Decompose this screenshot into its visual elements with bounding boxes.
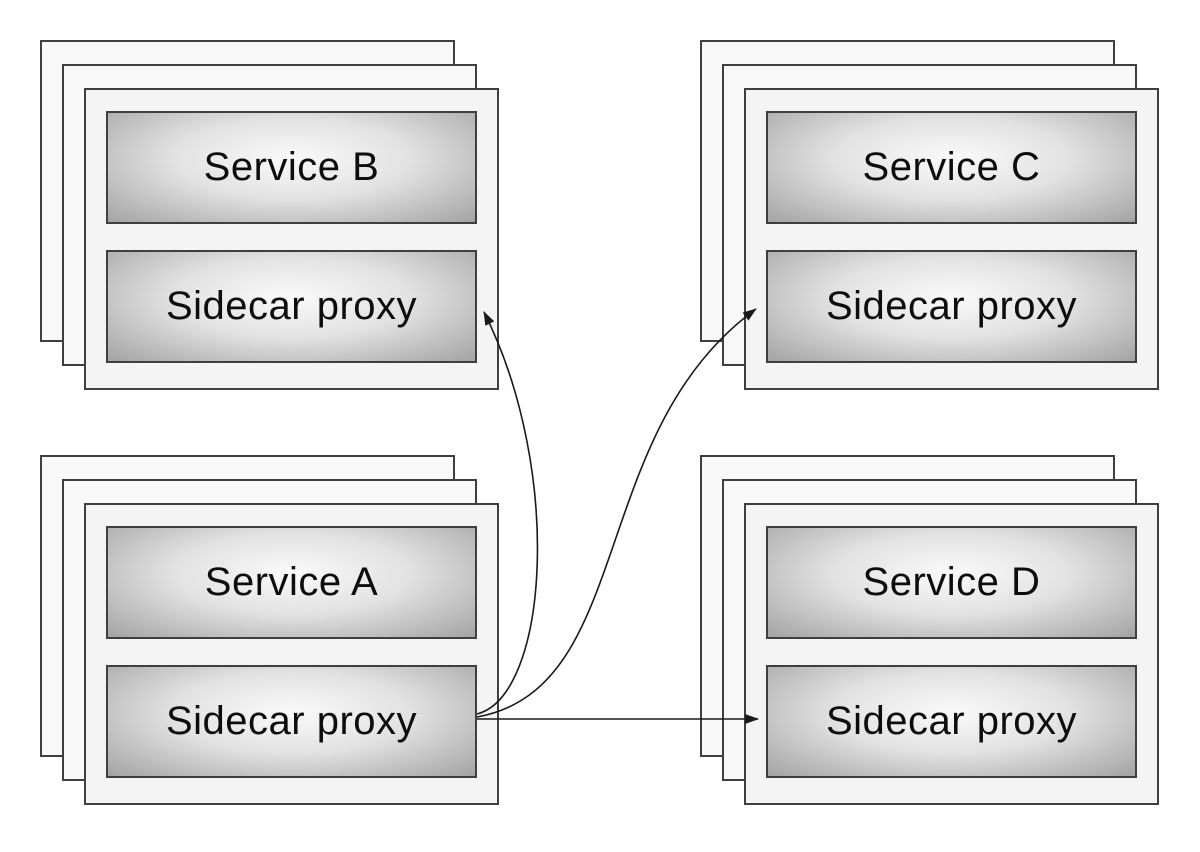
service-a-node: Service A (106, 526, 477, 639)
service-c-pod-card: Service C Sidecar proxy (744, 88, 1159, 390)
service-c-instance-stack: Service C Sidecar proxy (700, 40, 1160, 391)
service-b-instance-stack: Service B Sidecar proxy (40, 40, 500, 391)
service-b-node: Service B (106, 111, 477, 224)
service-b-label: Service B (203, 145, 380, 189)
service-b-pod-card: Service B Sidecar proxy (84, 88, 499, 390)
service-b-sidecar-proxy-label: Sidecar proxy (165, 284, 418, 328)
service-c-sidecar-proxy-label: Sidecar proxy (825, 284, 1078, 328)
service-d-sidecar-proxy-node: Sidecar proxy (766, 665, 1137, 778)
service-d-label: Service D (862, 560, 1041, 604)
service-a-instance-stack: Service A Sidecar proxy (40, 455, 500, 806)
service-c-label: Service C (862, 145, 1041, 189)
service-d-instance-stack: Service D Sidecar proxy (700, 455, 1160, 806)
service-c-node: Service C (766, 111, 1137, 224)
service-a-label: Service A (204, 560, 379, 604)
service-c-sidecar-proxy-node: Sidecar proxy (766, 250, 1137, 363)
service-b-sidecar-proxy-node: Sidecar proxy (106, 250, 477, 363)
service-a-pod-card: Service A Sidecar proxy (84, 503, 499, 805)
service-d-pod-card: Service D Sidecar proxy (744, 503, 1159, 805)
service-d-sidecar-proxy-label: Sidecar proxy (825, 699, 1078, 743)
service-a-sidecar-proxy-label: Sidecar proxy (165, 699, 418, 743)
service-a-sidecar-proxy-node: Sidecar proxy (106, 665, 477, 778)
service-d-node: Service D (766, 526, 1137, 639)
